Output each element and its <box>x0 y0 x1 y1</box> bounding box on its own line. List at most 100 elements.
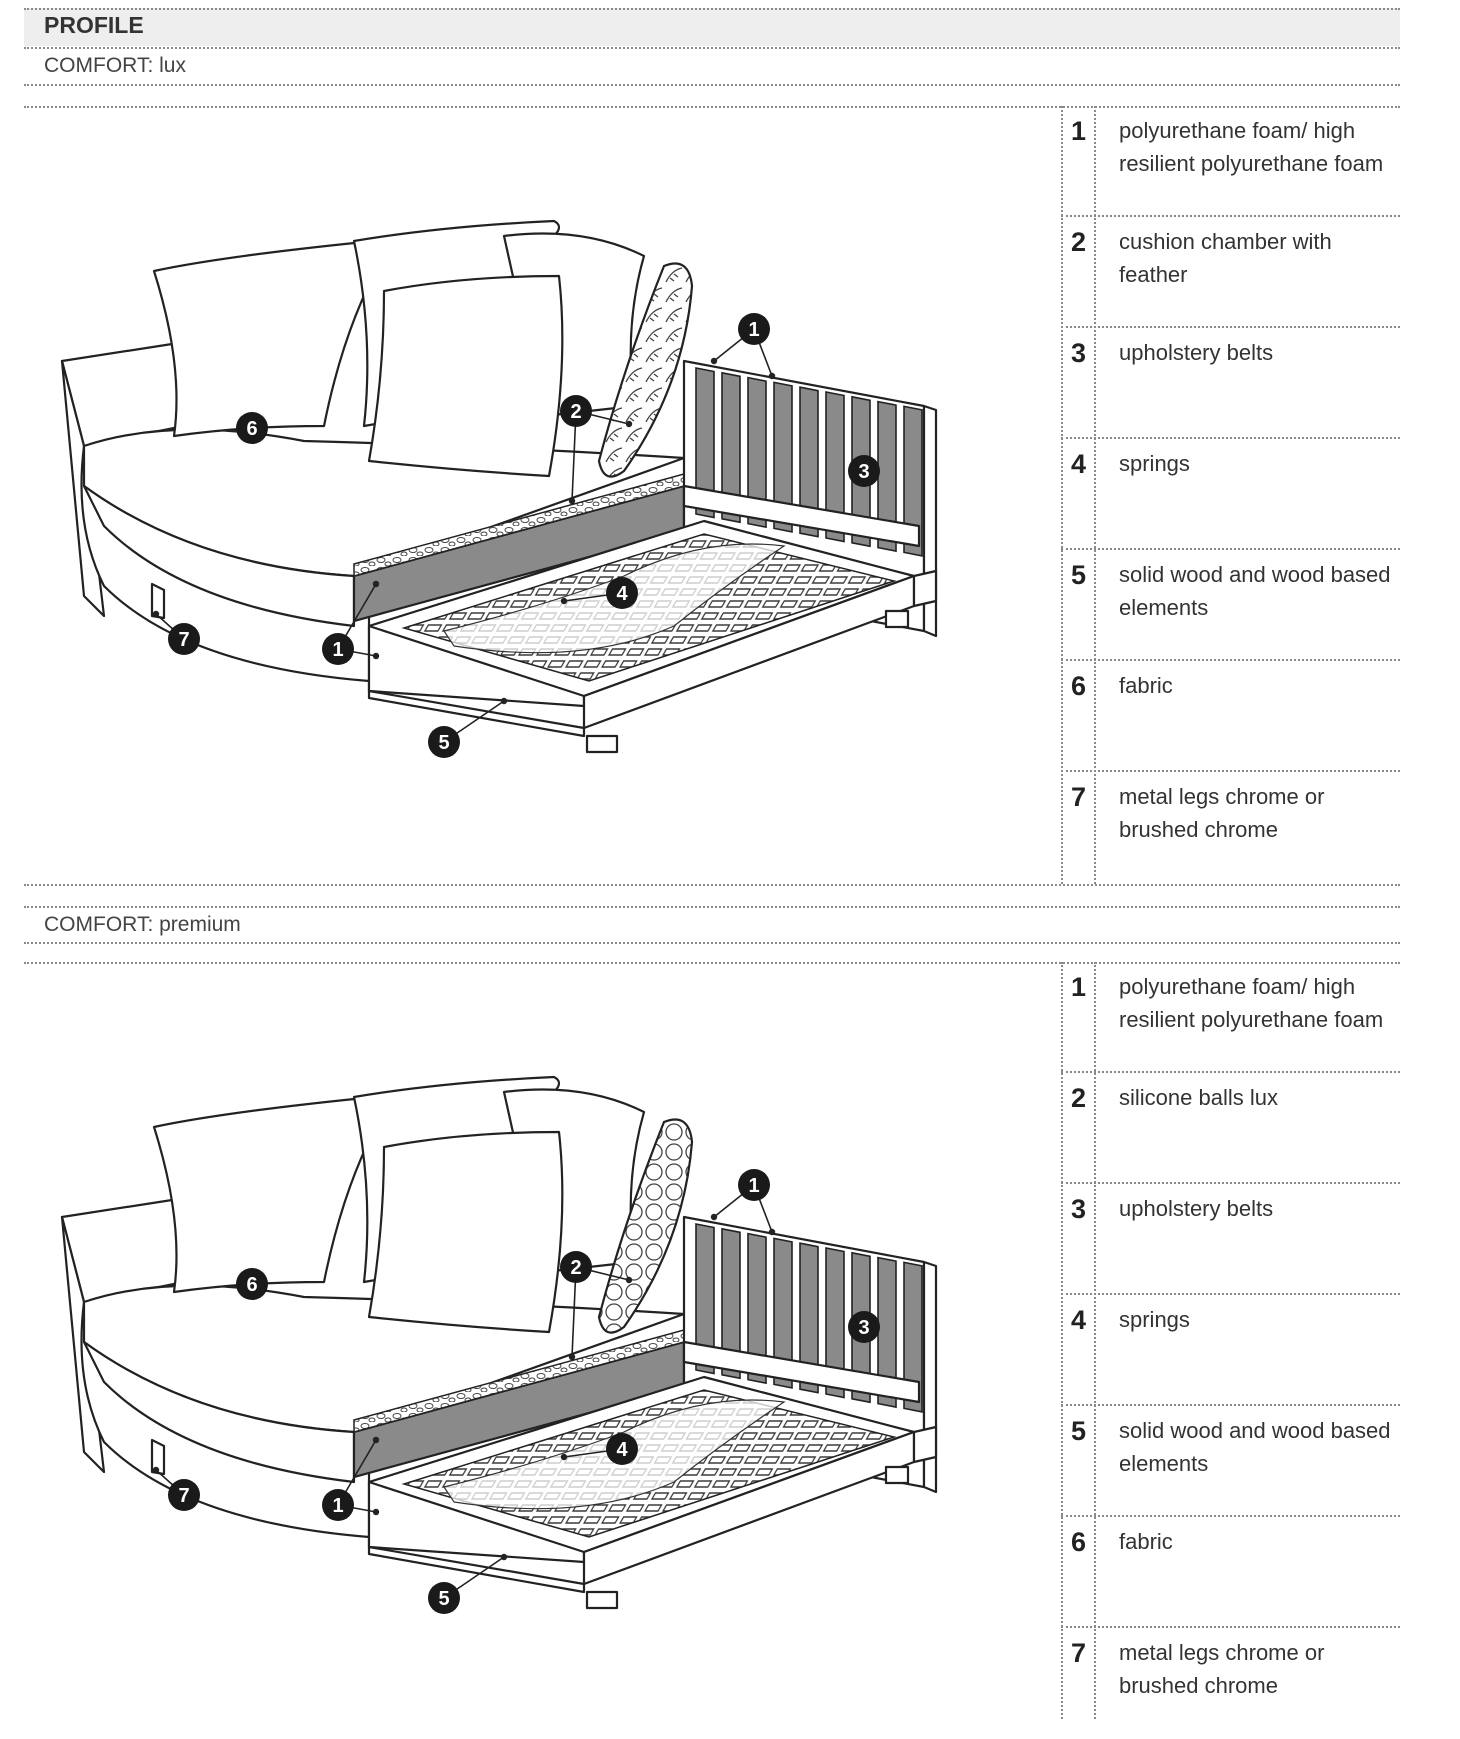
upholstery-belt <box>747 1232 767 1385</box>
frame-rail <box>682 484 921 548</box>
callout-arrowhead <box>500 697 508 705</box>
legend-number: 5 <box>1071 560 1087 590</box>
legend-border <box>1061 962 1063 1719</box>
metal-leg <box>150 582 166 620</box>
legend-border <box>1094 106 1096 884</box>
upholstery-belt <box>721 1227 741 1380</box>
legend-border <box>1094 962 1096 1719</box>
legend-text: fabric <box>1119 1529 1173 1554</box>
legend-divider <box>1061 1515 1400 1517</box>
callout-number: 1 <box>332 1495 343 1517</box>
legend-row: 7 metal legs chrome or brushed chrome <box>1061 1628 1400 1739</box>
legend-text: upholstery belts <box>1119 340 1274 365</box>
divider <box>24 84 1400 86</box>
upholstery-belt <box>773 1237 793 1389</box>
callout-marker <box>322 633 354 665</box>
callout-arrowhead <box>152 610 160 618</box>
legend-number: 1 <box>1071 972 1087 1002</box>
upholstery-belt <box>877 400 897 553</box>
legend-number: 6 <box>1071 1527 1087 1557</box>
callout-number: 3 <box>858 461 869 483</box>
upholstery-belt <box>903 405 923 557</box>
legend-text: metal legs chrome or brushed chrome <box>1119 1640 1325 1698</box>
callout-arrowhead <box>152 1466 160 1474</box>
bolster-cushion <box>597 262 694 478</box>
callout-number: 7 <box>178 629 189 651</box>
legend-text: silicone balls lux <box>1119 1085 1278 1110</box>
callout-marker <box>560 1251 592 1283</box>
legend-number: 4 <box>1071 449 1087 479</box>
callout-marker <box>428 1582 460 1614</box>
back-cushion-left <box>152 1095 389 1294</box>
legend-text: solid wood and wood based elements <box>1119 562 1391 620</box>
callout-arrowhead <box>372 1508 380 1516</box>
callout-arrowhead <box>710 1213 718 1221</box>
legend-text: springs <box>1119 451 1190 476</box>
callout-arrowhead <box>560 1453 568 1461</box>
callout-arrowhead <box>568 1353 576 1361</box>
legend-table-premium: 1 polyurethane foam/ high resilient polyu… <box>1061 962 1400 1719</box>
callout-number: 4 <box>616 583 628 605</box>
upholstery-belt <box>903 1261 923 1413</box>
legend-divider <box>1061 1626 1400 1628</box>
upholstery-belt <box>695 367 715 519</box>
legend-number: 6 <box>1071 671 1087 701</box>
legend-row: 6 fabric <box>1061 661 1400 772</box>
callout-marker <box>322 1489 354 1521</box>
legend-row: 3 upholstery belts <box>1061 1184 1400 1295</box>
divider <box>24 884 1400 886</box>
legend-divider <box>1061 326 1400 328</box>
legend-row: 2 cushion chamber with feather <box>1061 217 1400 328</box>
upholstery-belt <box>799 386 819 538</box>
legend-text: springs <box>1119 1307 1190 1332</box>
callout-marker <box>848 1311 880 1343</box>
legend-number: 2 <box>1071 227 1087 257</box>
upholstery-belt <box>747 376 767 529</box>
legend-number: 3 <box>1071 1194 1087 1224</box>
legend-divider <box>1061 548 1400 550</box>
legend-text: fabric <box>1119 673 1173 698</box>
base-bottom <box>367 689 586 738</box>
throw-pillow <box>367 274 564 478</box>
comfort-label-lux: COMFORT: lux <box>44 54 186 77</box>
callout-number: 1 <box>332 639 343 661</box>
callout-marker <box>560 395 592 427</box>
legend-divider <box>1061 770 1400 772</box>
callout-number: 2 <box>570 401 581 423</box>
divider <box>24 106 1400 108</box>
upholstery-belt <box>877 1256 897 1409</box>
divider <box>24 8 1400 10</box>
legend-divider <box>1061 1182 1400 1184</box>
divider <box>24 47 1400 49</box>
legend-text: polyurethane foam/ high resilient polyur… <box>1119 974 1384 1032</box>
callout-number: 4 <box>616 1439 628 1461</box>
legend-number: 2 <box>1071 1083 1087 1113</box>
callout-arrowhead <box>372 580 380 588</box>
legend-number: 1 <box>1071 116 1087 146</box>
upholstery-belt <box>773 381 793 533</box>
callout-number: 3 <box>858 1317 869 1339</box>
callout-number: 2 <box>570 1257 581 1279</box>
callout-arrowhead <box>568 497 576 505</box>
legend-divider <box>1061 1293 1400 1295</box>
legend-border <box>1061 106 1063 884</box>
callout-arrowhead <box>500 1553 508 1561</box>
callout-arrowhead <box>372 1436 380 1444</box>
legend-text: solid wood and wood based elements <box>1119 1418 1391 1476</box>
legend-text: upholstery belts <box>1119 1196 1274 1221</box>
callout-marker <box>236 1268 268 1300</box>
legend-divider <box>1061 215 1400 217</box>
upholstery-belt <box>825 1247 845 1399</box>
legend-number: 7 <box>1071 1638 1087 1668</box>
legend-text: cushion chamber with feather <box>1119 229 1332 287</box>
legend-row: 1 polyurethane foam/ high resilient polyu… <box>1061 962 1400 1073</box>
legend-row: 4 springs <box>1061 439 1400 550</box>
callout-number: 5 <box>438 732 449 754</box>
callout-arrowhead <box>372 652 380 660</box>
